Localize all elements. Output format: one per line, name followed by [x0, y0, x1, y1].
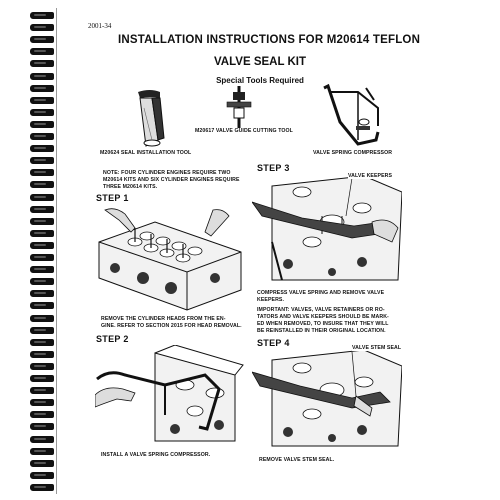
step-3-illustration [252, 175, 402, 281]
guide-tool-caption: M20617 VALVE GUIDE CUTTING TOOL [195, 128, 293, 134]
page-edge-line [56, 8, 57, 494]
binding-ring [30, 108, 54, 116]
step-1-label: STEP 1 [96, 193, 129, 203]
binding-ring [30, 278, 54, 286]
binding-ring [30, 362, 54, 370]
binding-ring [30, 447, 54, 455]
step-3-text-2: KEEPERS. [257, 297, 285, 303]
valve-guide-cutting-tool-illustration [226, 86, 252, 128]
title-line-2: VALVE SEAL KIT [213, 56, 306, 68]
subtitle: Special Tools Required [216, 76, 304, 85]
binding-ring [30, 84, 54, 92]
binding-ring [30, 459, 54, 467]
note-line-3: THREE M20614 KITS. [103, 184, 158, 190]
step-4-label: STEP 4 [257, 338, 290, 348]
title-line-1: INSTALLATION INSTRUCTIONS FOR M20614 TEF… [118, 34, 421, 46]
seal-tool-caption: M20624 SEAL INSTALLATION TOOL [100, 150, 192, 156]
seal-installation-tool-illustration [138, 90, 165, 147]
step-3-important-2: TATORS AND VALVE KEEPERS SHOULD BE MARK- [257, 314, 389, 320]
binding-ring [30, 96, 54, 104]
binding-ring [30, 241, 54, 249]
binding-ring [30, 326, 54, 334]
binding-ring [30, 24, 54, 32]
binding-ring [30, 375, 54, 382]
binding-ring [30, 120, 54, 128]
binding-ring [30, 254, 54, 261]
note-line-1: NOTE: FOUR CYLINDER ENGINES REQUIRE TWO [103, 170, 231, 176]
step-2-illustration [95, 345, 244, 442]
binding-ring [30, 229, 54, 237]
step-3-text-1: COMPRESS VALVE SPRING AND REMOVE VALVE [257, 290, 385, 296]
step-1-illustration [98, 208, 242, 311]
binding-ring [30, 157, 54, 165]
binding-ring [30, 181, 54, 189]
step-1-text-1: REMOVE THE CYLINDER HEADS FROM THE EN- [101, 316, 226, 322]
binding-ring [30, 169, 54, 177]
step-1-text-2: GINE. REFER TO SECTION 2015 FOR HEAD REM… [101, 323, 242, 329]
binding-ring [30, 471, 54, 479]
step-3-important-3: ED WHEN REMOVED, TO INSURE THAT THEY WIL… [257, 321, 389, 327]
binding-ring [30, 205, 54, 213]
binding-ring [30, 399, 54, 407]
binding-ring [30, 483, 54, 491]
valve-keepers-callout: VALVE KEEPERS [348, 173, 393, 179]
binding-ring [30, 338, 54, 346]
binding-ring [30, 60, 54, 68]
compressor-caption: VALVE SPRING COMPRESSOR [313, 150, 393, 156]
binding-ring [30, 145, 54, 153]
binding-ring [30, 48, 54, 56]
binding-ring [30, 36, 54, 44]
binding-ring [30, 290, 54, 298]
binding-ring [30, 387, 54, 395]
step-3-important-1: IMPORTANT: VALVES, VALVE RETAINERS OR RO… [257, 307, 385, 313]
page-number: 2001-34 [88, 22, 112, 30]
binding-ring [30, 350, 54, 358]
binding-ring [30, 133, 54, 140]
valve-spring-compressor-illustration [323, 83, 380, 146]
binding-ring [30, 217, 54, 225]
valve-stem-seal-callout: VALVE STEM SEAL [352, 345, 402, 351]
binding-ring [30, 302, 54, 310]
note-line-2: M20614 KITS AND SIX CYLINDER ENGINES REQ… [103, 177, 240, 183]
step-4-illustration [252, 349, 402, 447]
binding-ring [30, 423, 54, 431]
step-3-label: STEP 3 [257, 163, 290, 173]
binding-ring [30, 314, 54, 322]
step-2-text-1: INSTALL A VALVE SPRING COMPRESSOR. [101, 452, 211, 458]
step-4-text-1: REMOVE VALVE STEM SEAL. [259, 457, 335, 463]
binding-ring [30, 12, 54, 19]
step-3-important-4: BE REINSTALLED IN THEIR ORIGINAL LOCATIO… [257, 328, 386, 334]
binding-ring [30, 72, 54, 80]
binding-ring [30, 435, 54, 443]
step-2-label: STEP 2 [96, 334, 129, 344]
binding-ring [30, 193, 54, 201]
binding-ring [30, 266, 54, 274]
binding-ring [30, 411, 54, 419]
